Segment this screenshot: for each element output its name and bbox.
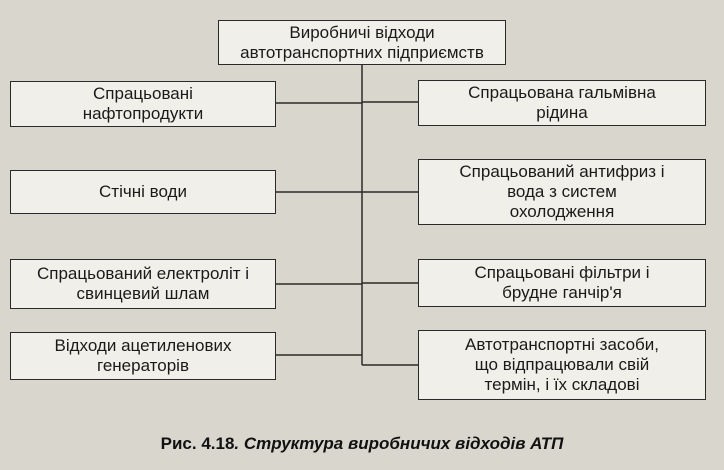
left-box-1-line-2: нафтопродукти xyxy=(82,104,204,123)
root-box: Виробничі відходи автотранспортних підпр… xyxy=(218,20,506,65)
right-box-4-line-1: Автотранспортні засоби, xyxy=(464,335,660,354)
figure-title: Структура виробничих відходів АТП xyxy=(243,434,564,453)
right-box-1-line-1: Спрацьована гальмівна xyxy=(468,83,656,102)
left-box-1: Спрацьовані нафтопродукти xyxy=(10,81,276,127)
right-box-2-line-3: охолодження xyxy=(509,202,615,221)
left-box-2: Стічні води xyxy=(10,170,276,214)
right-box-4: Автотранспортні засоби, що відпрацювали … xyxy=(418,330,706,400)
right-box-2-line-1: Спрацьований антифриз і xyxy=(459,162,665,181)
left-box-3-line-2: свинцевий шлам xyxy=(76,284,210,303)
right-box-4-line-3: термін, і їх складові xyxy=(484,375,640,394)
left-box-3: Спрацьований електроліт і свинцевий шлам xyxy=(10,259,276,309)
left-box-3-line-1: Спрацьований електроліт і xyxy=(36,264,250,283)
left-box-4: Відходи ацетиленових генераторів xyxy=(10,332,276,380)
root-line-1: Виробничі відходи xyxy=(289,22,435,42)
root-line-2: автотранспортних підприємств xyxy=(240,42,484,62)
left-box-1-line-1: Спрацьовані xyxy=(93,84,193,103)
right-box-3-line-1: Спрацьовані фільтри і xyxy=(474,263,650,282)
right-box-2-line-2: вода з систем xyxy=(507,182,617,201)
right-box-3: Спрацьовані фільтри і брудне ганчір'я xyxy=(418,259,706,307)
left-box-4-line-2: генераторів xyxy=(97,356,189,375)
right-box-3-line-2: брудне ганчір'я xyxy=(502,283,622,302)
right-box-1: Спрацьована гальмівна рідина xyxy=(418,80,706,126)
left-box-2-line-1: Стічні води xyxy=(99,182,187,201)
figure-title-separator: . xyxy=(234,434,244,453)
right-box-1-line-2: рідина xyxy=(536,103,588,122)
right-box-2: Спрацьований антифриз і вода з систем ох… xyxy=(418,159,706,225)
figure-caption: Рис. 4.18. Структура виробничих відходів… xyxy=(0,434,724,454)
figure-number: Рис. 4.18 xyxy=(160,434,235,453)
right-box-4-line-2: що відпрацювали свій xyxy=(474,355,650,374)
left-box-4-line-1: Відходи ацетиленових xyxy=(54,336,232,355)
